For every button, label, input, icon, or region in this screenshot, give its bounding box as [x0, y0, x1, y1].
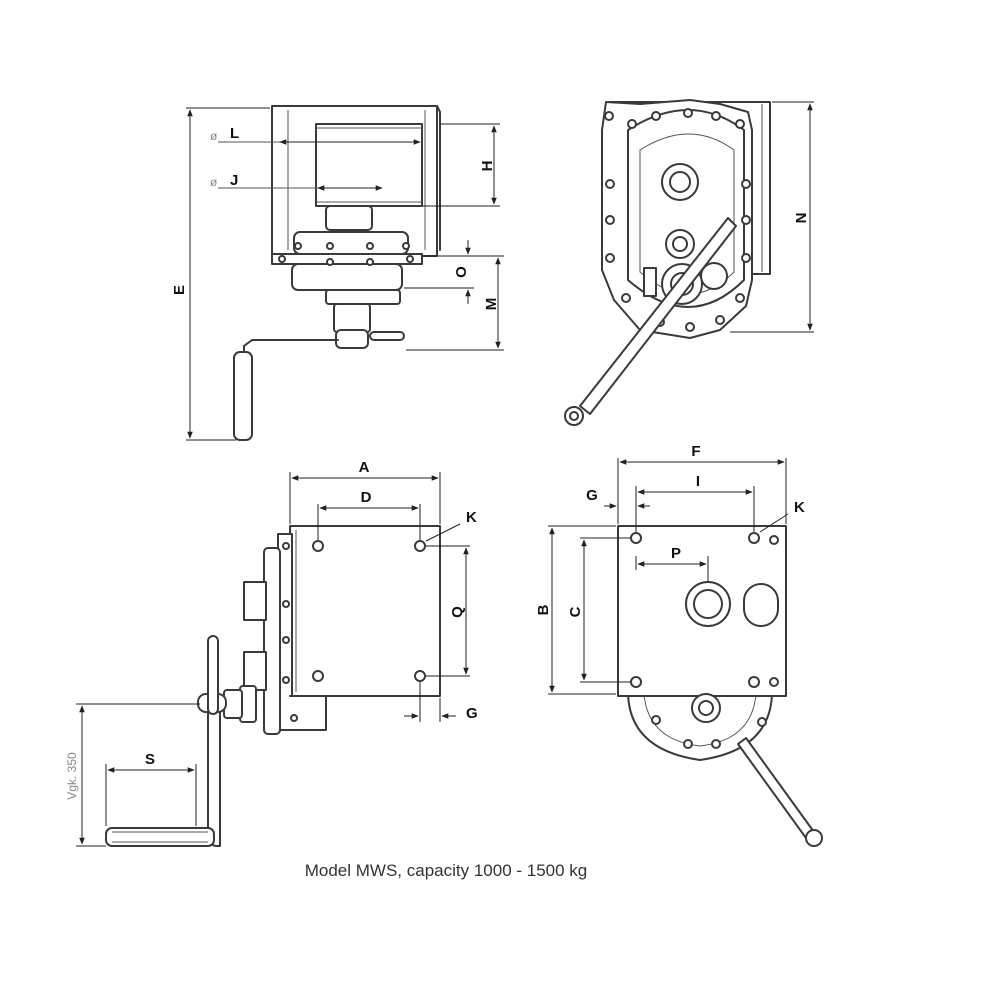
end-plate-bolts	[630, 532, 779, 749]
diameter-symbol-l: ø	[210, 129, 218, 143]
dim-label-n: N	[793, 213, 810, 224]
diameter-symbol-j: ø	[210, 175, 218, 189]
front-view	[564, 99, 771, 426]
crank-knob	[564, 406, 584, 426]
crank-plan	[207, 711, 221, 847]
gearbox-side	[263, 547, 281, 735]
side-view-dimensions: E ø L ø J H O M	[171, 107, 504, 441]
dim-label-b: B	[535, 604, 552, 615]
bolt-row	[278, 242, 414, 266]
drum-shaft-end	[685, 581, 731, 627]
motor-flange-upper	[243, 581, 267, 621]
handle-travel-note: Vgk. 350	[65, 752, 79, 800]
base-plate	[289, 525, 441, 697]
crank-lever-end	[737, 737, 815, 839]
dim-label-e: E	[171, 285, 188, 295]
dim-label-g-plan: G	[466, 705, 478, 722]
drum-shaft-inner	[669, 171, 691, 193]
dim-label-s: S	[145, 751, 155, 768]
crank-shaft-end	[691, 693, 721, 723]
crank-arm	[243, 339, 339, 357]
pin-upright	[207, 635, 219, 715]
mounting-plate	[271, 253, 423, 265]
dim-label-l: L	[230, 125, 239, 142]
shaft-pin	[369, 331, 405, 341]
motor-flange-lower	[243, 651, 267, 691]
end-view-dimensions: F I G K P B C	[535, 443, 805, 695]
dim-label-k-end: K	[794, 499, 805, 516]
drum	[315, 123, 423, 207]
dim-label-o: O	[453, 266, 470, 278]
end-view	[617, 525, 823, 847]
frame-right-edge	[436, 105, 441, 251]
gear-cover-lower	[627, 693, 773, 761]
intermediate-shaft	[665, 229, 695, 259]
warning-label	[643, 267, 657, 297]
dim-label-p: P	[671, 545, 681, 562]
dim-label-a: A	[359, 459, 370, 476]
brake-ratchet	[333, 303, 371, 333]
dim-label-j: J	[230, 172, 238, 189]
brake-housing	[325, 289, 401, 305]
plan-view-dimensions: A D K Q G S Vgk. 350	[65, 459, 478, 847]
front-view-dimensions: N	[730, 101, 814, 333]
dim-label-q: Q	[449, 606, 466, 618]
drum-hub	[325, 205, 373, 231]
dim-label-h: H	[479, 161, 496, 172]
side-view	[218, 105, 441, 441]
housing-foot	[289, 695, 327, 731]
figure-caption: Model MWS, capacity 1000 - 1500 kg	[305, 861, 588, 880]
drum-shaft-outer	[661, 163, 699, 201]
dim-label-i: I	[696, 473, 700, 490]
dim-label-m: M	[483, 298, 500, 311]
gear-cover-rim	[627, 109, 745, 308]
crank-lever	[579, 217, 737, 415]
gearbox-lower	[291, 263, 403, 291]
plan-view	[105, 525, 441, 847]
dim-label-d: D	[361, 489, 372, 506]
slot-opening	[743, 583, 779, 627]
crank-handle	[233, 351, 253, 441]
dim-label-g-end: G	[586, 487, 598, 504]
dim-label-f: F	[691, 443, 700, 460]
dim-label-k-plan: K	[466, 509, 477, 526]
dim-label-c: C	[567, 606, 584, 617]
shaft-nut	[335, 329, 369, 349]
crank-handle-plan	[105, 827, 215, 847]
gearbox-upper	[293, 231, 409, 255]
plate-bolts	[282, 540, 426, 722]
crank-knob-end	[805, 829, 823, 847]
